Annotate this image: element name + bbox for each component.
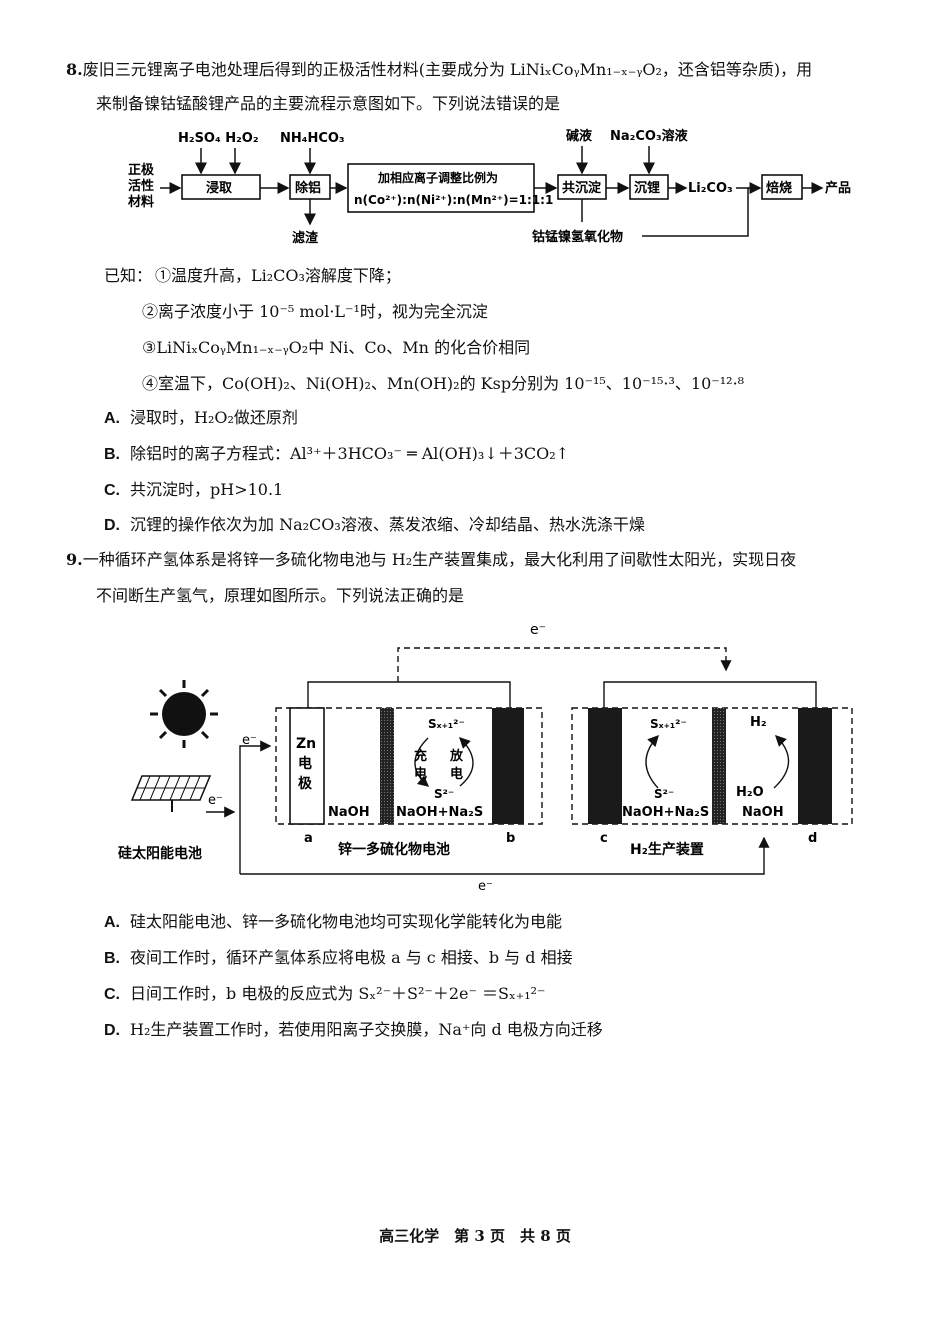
flow-step-adjust-line1: 加相应离子调整比例为 xyxy=(377,170,498,185)
e-bottom-label: e⁻ xyxy=(478,879,493,894)
membrane-right xyxy=(712,708,726,824)
q8-known-3: ③LiNiₓCoᵧMn₁₋ₓ₋ᵧO₂中 Ni、Co、Mn 的化合价相同 xyxy=(142,338,531,357)
zn-electrode xyxy=(289,707,325,825)
discharge-1: 放 xyxy=(449,748,464,764)
q8-known-title: 已知： xyxy=(104,266,153,285)
sun-icon xyxy=(150,680,218,748)
q9-number: 9. xyxy=(66,550,83,569)
h2-label: H₂ xyxy=(750,715,767,730)
flow-step-adjust-line2: n(Co²⁺):n(Ni²⁺):n(Mn²⁺)=1:1:1 xyxy=(354,193,553,207)
q9-option-b[interactable]: B.夜间工作时，循环产氢体系应将电极 a 与 c 相接、b 与 d 相接 xyxy=(104,948,573,967)
electrode-c xyxy=(588,708,622,824)
electrode-d-label: d xyxy=(808,831,817,846)
q8-option-c[interactable]: C.共沉淀时，pH>10.1 xyxy=(104,480,284,499)
sx1-right: Sₓ₊₁²⁻ xyxy=(650,717,687,731)
naoh-na2s-right: NaOH+Na₂S xyxy=(622,805,709,820)
flow-step-li xyxy=(629,174,669,200)
q8-option-d[interactable]: D.沉锂的操作依次为加 Na₂CO₃溶液、蒸发浓缩、冷却结晶、热水洗涤干燥 xyxy=(104,515,645,534)
flow-step-leach-label: 浸取 xyxy=(206,180,233,196)
flow-step-adjust xyxy=(347,163,535,213)
zn-label-2: 电 xyxy=(298,755,312,772)
naoh-right: NaOH xyxy=(742,805,784,820)
flow-residue: 滤渣 xyxy=(292,230,319,246)
electrode-d xyxy=(798,708,832,824)
electrode-c-label: c xyxy=(600,831,608,846)
q8-number: 8. xyxy=(66,60,83,79)
flow-product: 产品 xyxy=(825,180,851,196)
q8-stem-line2: 来制备镍钴锰酸锂产品的主要流程示意图如下。下列说法错误的是 xyxy=(96,94,561,113)
solar-label: 硅太阳能电池 xyxy=(118,845,202,862)
membrane-left xyxy=(380,708,394,824)
flow-hydroxide: 钴锰镍氢氧化物 xyxy=(532,229,623,245)
flow-reagent-na2co3: Na₂CO₃溶液 xyxy=(610,128,688,144)
h2o-label: H₂O xyxy=(736,785,764,800)
solar-panel-icon xyxy=(130,775,212,812)
flow-reagents2: NH₄HCO₃ xyxy=(280,131,345,146)
e-solar-label: e⁻ xyxy=(208,793,223,808)
e-left-label: e⁻ xyxy=(242,733,257,748)
flow-input-label-2: 活性 xyxy=(128,178,154,194)
q8-stem-line1: 8.废旧三元锂离子电池处理后得到的正极活性材料(主要成分为 LiNiₓCoᵧMn… xyxy=(66,60,813,79)
flow-step-roast xyxy=(761,174,803,200)
flow-step-li-label: 沉锂 xyxy=(634,180,660,196)
flow-step-roast-label: 焙烧 xyxy=(765,180,792,196)
q9-option-d[interactable]: D.H₂生产装置工作时，若使用阳离子交换膜，Na⁺向 d 电极方向迁移 xyxy=(104,1020,603,1039)
page-footer: 高三化学 第 3 页 共 8 页 xyxy=(379,1227,571,1245)
zn-label-3: 极 xyxy=(298,775,313,792)
q8-option-a[interactable]: A.浸取时，H₂O₂做还原剂 xyxy=(104,408,298,427)
flow-reagents1: H₂SO₄ H₂O₂ xyxy=(178,131,259,146)
q8-known-4: ④室温下，Co(OH)₂、Ni(OH)₂、Mn(OH)₂的 Ksp分别为 10⁻… xyxy=(142,374,745,393)
q8-option-b[interactable]: B.除铝时的离子方程式：Al³⁺＋3HCO₃⁻ ═ Al(OH)₃↓＋3CO₂↑ xyxy=(104,444,570,463)
electrode-b xyxy=(492,708,524,824)
q9-stem-line2: 不间断生产氢气，原理如图所示。下列说法正确的是 xyxy=(96,586,465,605)
flow-input-label-1: 正极 xyxy=(128,162,155,178)
charge-2: 电 xyxy=(414,766,427,782)
electrode-b-label: b xyxy=(506,831,515,846)
flow-step-leach xyxy=(181,174,261,200)
sx1-left: Sₓ₊₁²⁻ xyxy=(428,717,465,731)
q9-diagram: e⁻ e⁻ 硅太阳能电池 e⁻ e⁻ Zn 电 极 NaOH Sₓ₊₁²⁻ xyxy=(118,608,853,894)
q8-known-1: ①温度升高，Li₂CO₃溶解度下降； xyxy=(155,266,401,285)
q9-option-c[interactable]: C.日间工作时，b 电极的反应式为 Sₓ²⁻＋S²⁻＋2e⁻ ＝Sₓ₊₁²⁻ xyxy=(104,984,546,1003)
discharge-2: 电 xyxy=(450,766,463,782)
naoh-na2s-left: NaOH+Na₂S xyxy=(396,805,483,820)
charge-1: 充 xyxy=(414,748,427,764)
s2-left: S²⁻ xyxy=(434,787,454,801)
q9-option-a[interactable]: A.硅太阳能电池、锌一多硫化物电池均可实现化学能转化为电能 xyxy=(104,912,563,931)
battery-label: 锌一多硫化物电池 xyxy=(338,841,450,858)
flow-step-coprecip xyxy=(557,174,607,200)
electrode-a-label: a xyxy=(304,831,313,846)
flow-li2co3: Li₂CO₃ xyxy=(688,181,733,196)
flow-step-al-label: 除铝 xyxy=(295,180,321,196)
e-top-label: e⁻ xyxy=(530,622,546,638)
flow-step-coprecip-label: 共沉淀 xyxy=(562,180,602,196)
q9-stem-line1: 9.一种循环产氢体系是将锌一多硫化物电池与 H₂生产装置集成，最大化利用了间歇性… xyxy=(66,550,797,569)
q8-known-2: ②离子浓度小于 10⁻⁵ mol·L⁻¹时，视为完全沉淀 xyxy=(142,302,488,321)
s2-right: S²⁻ xyxy=(654,787,674,801)
flow-reagent-base: 碱液 xyxy=(566,128,592,144)
zn-label-1: Zn xyxy=(296,736,316,752)
naoh-left: NaOH xyxy=(328,805,370,820)
moon-icon xyxy=(623,608,658,644)
q8-flowchart: 正极 活性 材料 浸取 H₂SO₄ H₂O₂ 除铝 NH₄HCO₃ 滤渣 加相应… xyxy=(128,128,851,246)
battery-box xyxy=(275,707,543,825)
device-label: H₂生产装置 xyxy=(630,841,704,858)
flow-input-label-3: 材料 xyxy=(128,194,154,210)
